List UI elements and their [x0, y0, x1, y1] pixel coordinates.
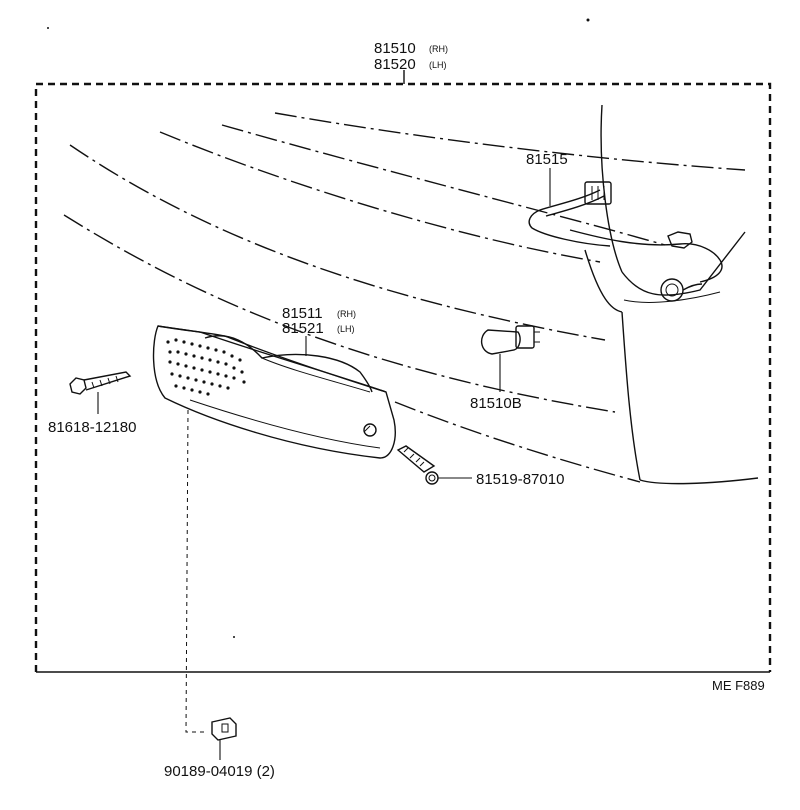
lens-suffix-rh: (RH) — [337, 309, 356, 319]
screw-left — [69, 371, 132, 414]
scan-specks — [47, 18, 590, 638]
label-clip-part: 90189-04019 (2) — [164, 763, 275, 780]
lamp-lens — [152, 325, 396, 459]
lens-part-rh: 81511 — [282, 305, 323, 322]
lens-part-lh: 81521 — [282, 320, 324, 337]
assembly-frame — [34, 70, 772, 673]
bumper-panel — [63, 104, 759, 485]
frame-part-rh: 81510 — [374, 40, 416, 57]
socket-wire-harness — [528, 168, 723, 302]
screw-right — [396, 445, 472, 485]
label-bulb-part: 81510B — [470, 395, 522, 412]
label-screw-right-part: 81519-87010 — [476, 471, 564, 488]
lens-suffix-lh: (LH) — [337, 324, 355, 334]
label-frame-part: 81510 (RH) 81520 (LH) — [374, 40, 448, 73]
figure-code: ME F889 — [712, 678, 765, 693]
frame-suffix-rh: (RH) — [429, 44, 448, 54]
frame-suffix-lh: (LH) — [429, 60, 447, 70]
bulb — [481, 325, 540, 392]
label-socket-part: 81515 — [526, 151, 568, 168]
lens-stipple-pattern — [166, 338, 246, 396]
label-lens-part: 81511 (RH) 81521 (LH) — [282, 305, 356, 337]
label-screw-left-part: 81618-12180 — [48, 419, 136, 436]
clip-nut — [185, 409, 237, 760]
frame-part-lh: 81520 — [374, 56, 416, 73]
